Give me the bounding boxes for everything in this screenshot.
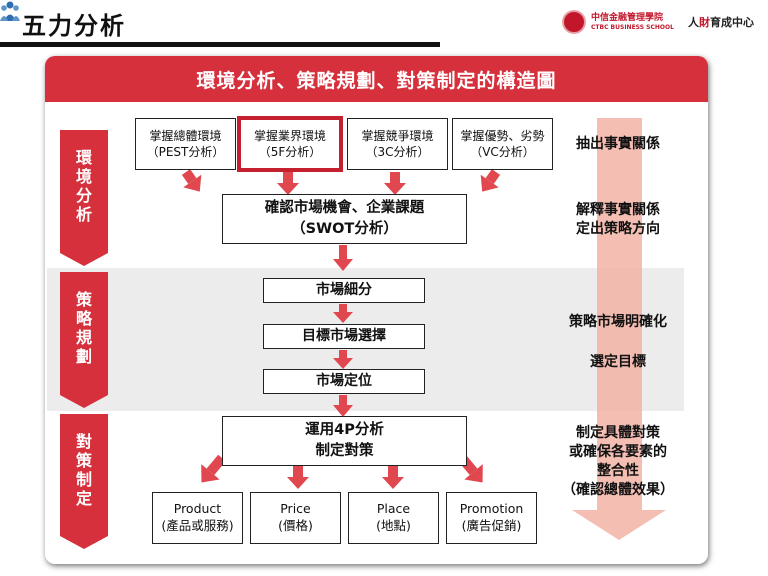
box-4p-line1: 運用4P分析 [305,421,384,438]
arrow-4p-to-price [287,466,309,489]
big-flow-arrow [572,118,666,540]
box-product: Product(產品或服務) [152,492,243,544]
arrow-swot-to-segment [333,245,353,271]
section-label-env-text: 環境分析 [66,148,102,224]
section-label-env: 環境分析 [66,148,102,224]
arrow-4p-to-product [201,454,226,483]
center-logo-text: 育成中心 [710,16,754,29]
box-targeting: 目標市場選擇 [263,324,425,349]
box-vc-line2: （VC分析） [470,145,535,159]
box-segmentation-text: 市場細分 [316,282,372,299]
title-underline [0,42,440,47]
chevron-plan [60,272,108,408]
note-clarify: 策略市場明確化 [569,314,667,330]
box-targeting-text: 目標市場選擇 [302,328,386,345]
section-label-char: 境 [75,167,92,186]
box-5f: 掌握業界環境 （5F分析） [237,116,343,172]
box-place-line1: Place [376,501,411,517]
section-label-char: 劃 [75,347,92,366]
box-product-line2: (產品或服務) [161,518,234,533]
box-promotion-line2: (廣告促銷) [461,518,522,533]
box-pest-line2: （PEST分析） [146,145,225,159]
box-4p: 運用4P分析制定對策 [222,416,467,466]
note-interpret: 解釋事實關係 定出策略方向 [548,201,688,239]
box-product-line1: Product [173,501,222,517]
note-act-line1: 制定具體對策 [576,425,660,441]
arrow-3c-to-swot [384,172,406,195]
box-pest-line1: 掌握總體環境 [149,128,222,143]
note-act-line4: （確認總體效果） [562,482,674,498]
school-seal-icon [562,10,586,34]
arrow-5f-to-swot [277,172,299,195]
section-label-char: 略 [75,309,92,328]
box-vc: 掌握優勢、劣勢 （VC分析） [452,118,553,170]
note-facts: 抽出事實關係 [576,136,660,152]
box-3c-line2: （3C分析） [365,145,430,159]
box-3c-line1: 掌握競爭環境 [361,128,434,143]
box-promotion: Promotion(廣告促銷) [446,492,537,544]
box-pest: 掌握總體環境 （PEST分析） [135,118,236,170]
note-act: 制定具體對策 或確保各要素的 整合性 （確認總體效果） [543,424,693,500]
arrow-vc-to-swot [480,169,501,192]
section-label-act: 對策制定 [66,432,102,508]
box-4p-line2: 制定對策 [315,443,374,459]
school-logo: 中信金融管理學院 CTBC BUSINESS SCHOOL [562,8,674,36]
chevron-env [60,130,108,266]
box-positioning-text: 市場定位 [316,373,372,390]
box-place: Place(地點) [348,492,439,544]
center-logo-char-b: 財 [699,16,710,29]
section-label-char: 析 [75,205,92,224]
section-label-char: 制 [75,470,92,489]
box-5f-line2: （5F分析） [258,145,322,159]
school-name-cn: 中信金融管理學院 [591,12,664,23]
box-price-line1: Price [280,501,311,517]
box-vc-line1: 掌握優勢、劣勢 [460,128,545,143]
box-price: Price(價格) [250,492,341,544]
box-promotion-line1: Promotion [459,501,524,517]
arrow-segment-to-target [333,304,353,323]
arrow-target-to-position [333,350,353,369]
section-label-char: 分 [75,186,92,205]
box-segmentation: 市場細分 [263,278,425,303]
note-select: 選定目標 [590,354,646,370]
section-label-char: 規 [75,328,92,347]
box-swot: 確認市場機會、企業課題 （SWOT分析） [222,194,467,244]
section-label-char: 環 [75,148,92,167]
box-place-line2: (地點) [376,518,411,533]
note-act-line3: 整合性 [597,463,639,479]
chevron-act [60,414,108,549]
box-swot-line1: 確認市場機會、企業課題 [264,199,425,216]
school-name-en: CTBC BUSINESS SCHOOL [591,23,674,31]
arrow-position-to-4p [333,395,353,417]
section-label-act-text: 對策制定 [66,432,102,508]
arrow-pest-to-swot [181,169,202,192]
section-label-char: 定 [75,489,92,508]
note-interpret-line1: 解釋事實關係 [576,202,660,218]
section-label-char: 策 [75,290,92,309]
box-3c: 掌握競爭環境 （3C分析） [347,118,448,170]
center-logo-char-a: 人 [688,16,699,29]
arrow-4p-to-place [382,466,404,489]
section-label-plan: 策略規劃 [66,290,102,366]
box-price-line2: (價格) [278,518,313,533]
box-positioning: 市場定位 [263,369,425,394]
section-label-char: 對 [75,432,92,451]
box-5f-line1: 掌握業界環境 [253,128,326,143]
people-icon [0,1,20,21]
box-swot-line2: （SWOT分析） [291,221,398,237]
note-act-line2: 或確保各要素的 [569,444,667,460]
section-label-plan-text: 策略規劃 [66,290,102,366]
section-label-char: 策 [75,451,92,470]
note-interpret-line2: 定出策略方向 [576,221,660,237]
diagram-heading: 環境分析、策略規劃、對策制定的構造圖 [45,56,708,102]
center-logo: 人財育成中心 [688,14,754,30]
page-title: 五力分析 [22,12,126,40]
